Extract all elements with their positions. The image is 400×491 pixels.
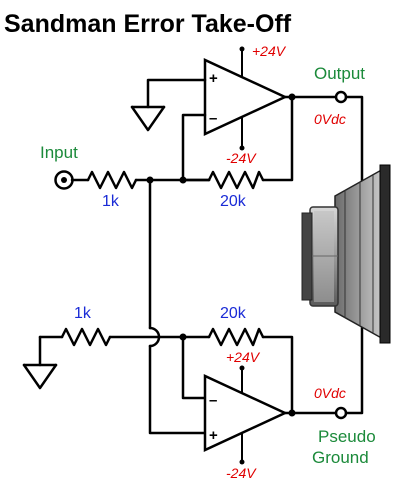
bottom-feedback-resistor-label: 20k xyxy=(220,305,247,322)
top-minus-junction xyxy=(179,176,187,184)
top-feedback-return-wire xyxy=(261,95,294,182)
bottom-plus-wire xyxy=(148,344,207,435)
bottom-inverting-sign: – xyxy=(209,392,217,409)
bottom-neg-supply-dot xyxy=(239,459,245,465)
bottom-non-inverting-sign: + xyxy=(209,427,218,444)
input-resistor xyxy=(86,170,138,190)
pseudo-ground-to-speaker-wire xyxy=(344,304,364,415)
bottom-output-junction xyxy=(288,409,296,417)
bottom-supply-neg-label: -24V xyxy=(226,465,257,481)
top-feedback-resistor xyxy=(207,170,265,190)
pseudo-ground-bias-label: 0Vdc xyxy=(314,385,346,401)
speaker-icon xyxy=(301,164,391,344)
output-bias-label: 0Vdc xyxy=(314,111,346,127)
input-jack-icon xyxy=(54,170,74,190)
top-ground-symbol xyxy=(130,105,166,132)
top-supply-pos-label: +24V xyxy=(252,43,287,59)
top-output-junction xyxy=(288,93,296,101)
top-plus-wire xyxy=(146,78,207,109)
input-label: Input xyxy=(40,143,78,162)
pseudo-ground-label-line2: Ground xyxy=(312,448,369,467)
top-op-amp: + – xyxy=(203,58,288,136)
bottom-minus-wire xyxy=(181,335,207,400)
bottom-pos-supply-dot xyxy=(239,365,245,371)
bottom-ground-symbol xyxy=(22,335,58,390)
top-supply-neg-label: -24V xyxy=(226,150,257,166)
output-to-speaker-wire xyxy=(344,95,364,209)
input-resistor-label: 1k xyxy=(102,193,120,210)
pseudo-ground-label-line1: Pseudo xyxy=(318,427,376,446)
bottom-op-amp: – + xyxy=(203,374,288,452)
bottom-supply-pos-label: +24V xyxy=(226,349,261,365)
top-feedback-resistor-label: 20k xyxy=(220,193,247,210)
top-pos-supply-dot xyxy=(239,46,245,52)
diagram-title: Sandman Error Take-Off xyxy=(4,10,292,38)
pseudo-ground-terminal xyxy=(334,406,348,420)
top-neg-supply-dot xyxy=(239,145,245,151)
bottom-left-resistor-label: 1k xyxy=(74,305,92,322)
top-non-inverting-sign: + xyxy=(209,70,218,87)
bottom-feedback-resistor xyxy=(207,327,265,347)
bottom-feedback-return-wire xyxy=(261,335,294,415)
top-inverting-sign: – xyxy=(209,110,217,127)
output-terminal xyxy=(334,90,348,104)
bottom-left-resistor xyxy=(60,327,112,347)
output-label: Output xyxy=(314,64,365,83)
